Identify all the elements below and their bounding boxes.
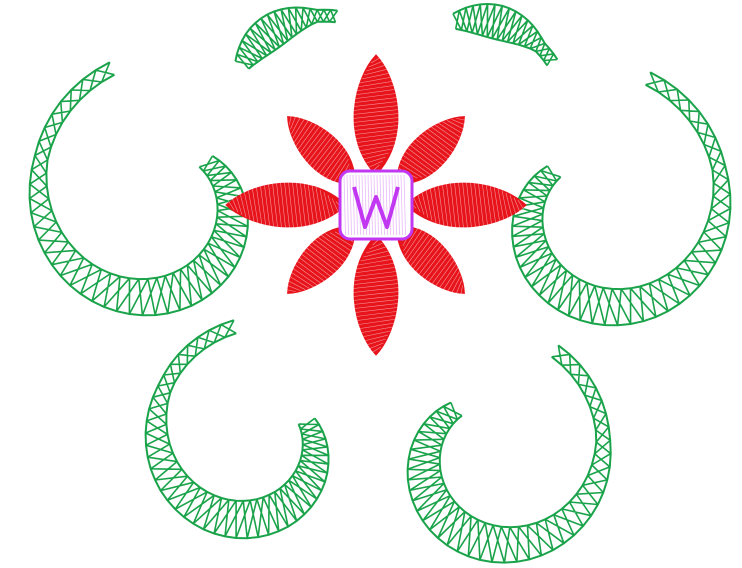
left-curl [28,61,249,317]
flower-petal [348,54,404,176]
flower-center [338,169,414,241]
flower-petal [348,234,404,356]
bottom-left-curl [144,319,330,540]
flower-petal [225,177,347,233]
center-letter-w-mark [352,186,400,229]
top-left-sprig [234,6,339,70]
flower-petal [396,225,465,296]
right-curl [511,71,732,327]
flower [225,54,527,356]
flower-petal [405,177,527,233]
bottom-right-curl [406,344,612,564]
top-right-sprig [452,2,559,67]
